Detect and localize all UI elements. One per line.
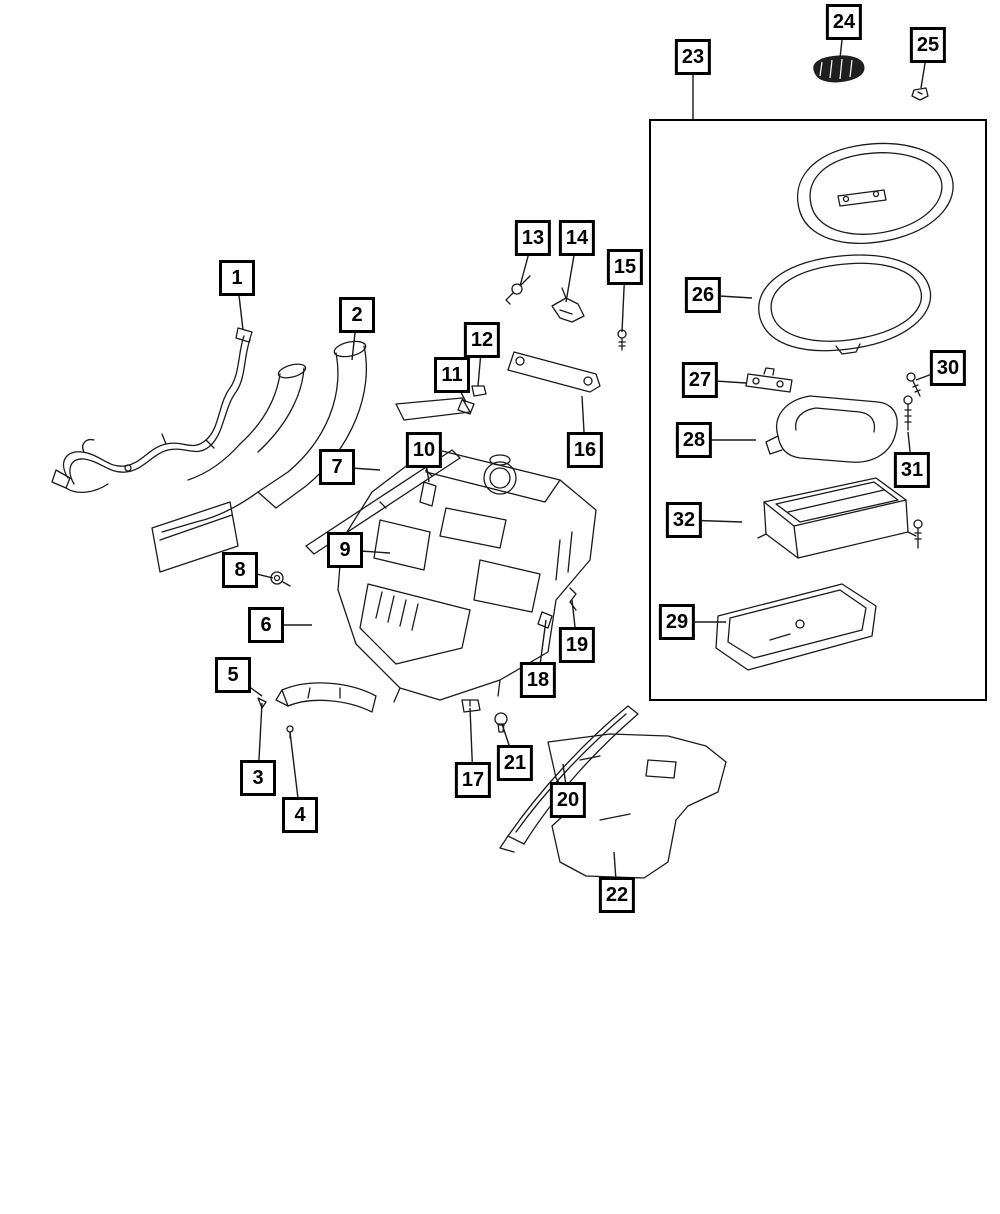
callout-label: 16 (573, 439, 597, 461)
callout-label: 11 (441, 364, 463, 386)
callout-label: 12 (470, 329, 494, 351)
part-drawing-armrest-lid-top (797, 142, 954, 244)
callout-14[interactable]: 14 (558, 220, 596, 256)
callout-13[interactable]: 13 (514, 220, 552, 256)
callout-label: 25 (916, 34, 940, 56)
callout-25[interactable]: 25 (909, 27, 947, 63)
part-drawing-screw-4 (286, 725, 294, 739)
part-drawing-bracket-14 (551, 287, 585, 323)
callout-label: 28 (682, 429, 706, 451)
callout-label: 13 (521, 227, 545, 249)
callout-label: 27 (688, 369, 712, 391)
callout-17[interactable]: 17 (454, 762, 492, 798)
callout-9[interactable]: 9 (327, 532, 363, 568)
callout-15[interactable]: 15 (606, 249, 644, 285)
callout-20[interactable]: 20 (549, 782, 587, 818)
callout-12[interactable]: 12 (463, 322, 501, 358)
part-group-box (649, 119, 987, 701)
callout-3[interactable]: 3 (240, 760, 276, 796)
callout-27[interactable]: 27 (681, 362, 719, 398)
callout-label: 5 (227, 664, 239, 686)
callout-label: 18 (526, 669, 550, 691)
callout-8[interactable]: 8 (222, 552, 258, 588)
callout-label: 7 (331, 456, 343, 478)
callout-label: 30 (936, 357, 960, 379)
callout-29[interactable]: 29 (658, 604, 696, 640)
callout-label: 15 (613, 256, 637, 278)
callout-16[interactable]: 16 (566, 432, 604, 468)
callout-7[interactable]: 7 (319, 449, 355, 485)
part-drawing-grommet-8 (270, 571, 291, 587)
callout-6[interactable]: 6 (248, 607, 284, 643)
part-drawing-clip-25 (911, 87, 929, 101)
part-drawing-clip-11 (457, 399, 475, 415)
callout-label: 22 (605, 884, 629, 906)
part-drawing-bolt-31 (903, 395, 923, 549)
callout-label: 23 (681, 46, 705, 68)
callout-label: 32 (672, 509, 696, 531)
callout-label: 8 (234, 559, 246, 581)
callout-label: 21 (503, 752, 527, 774)
callout-label: 14 (565, 227, 589, 249)
callout-label: 2 (351, 304, 363, 326)
part-drawing-rear-trim (499, 705, 639, 853)
callout-11[interactable]: 11 (434, 357, 470, 393)
callout-31[interactable]: 31 (893, 452, 931, 488)
part-drawing-screw-15 (617, 329, 627, 351)
callout-30[interactable]: 30 (929, 350, 967, 386)
callout-label: 24 (832, 11, 856, 33)
callout-18[interactable]: 18 (519, 662, 557, 698)
part-drawing-floor-ducts (151, 340, 368, 573)
callout-label: 10 (412, 439, 436, 461)
part-drawing-latch-27 (745, 367, 793, 393)
part-drawing-screw-30 (906, 372, 921, 397)
callout-4[interactable]: 4 (282, 797, 318, 833)
callout-2[interactable]: 2 (339, 297, 375, 333)
callout-10[interactable]: 10 (405, 432, 443, 468)
part-drawing-lower-bin-29 (715, 583, 877, 671)
callout-5[interactable]: 5 (215, 657, 251, 693)
part-drawing-hinge-pad-28 (765, 395, 898, 463)
part-drawing-lid-26 (758, 254, 932, 355)
callout-label: 3 (252, 767, 264, 789)
callout-label: 26 (691, 284, 715, 306)
callout-label: 29 (665, 611, 689, 633)
part-drawing-console-body (337, 397, 597, 703)
part-drawing-clip-12 (471, 385, 487, 397)
part-drawing-clip-18 (537, 611, 553, 629)
part-drawing-clip-19 (569, 587, 577, 611)
part-drawing-front-bracket (507, 351, 601, 393)
callout-22[interactable]: 22 (598, 877, 636, 913)
callout-24[interactable]: 24 (825, 4, 863, 40)
part-drawing-clip-3 (257, 697, 267, 709)
part-drawing-tray-32 (757, 477, 917, 559)
part-drawing-hook-clip-13 (505, 275, 531, 305)
callout-32[interactable]: 32 (665, 502, 703, 538)
part-drawing-clip-17 (461, 699, 481, 713)
callout-19[interactable]: 19 (558, 627, 596, 663)
callout-1[interactable]: 1 (219, 260, 255, 296)
part-drawing-front-support-5 (275, 682, 377, 713)
part-drawing-wiring-harness (51, 327, 253, 494)
callout-label: 17 (461, 769, 485, 791)
callout-label: 20 (556, 789, 580, 811)
part-drawing-vent-24 (813, 55, 865, 83)
callout-label: 4 (294, 804, 306, 826)
callout-label: 1 (231, 267, 243, 289)
callout-26[interactable]: 26 (684, 277, 722, 313)
callout-28[interactable]: 28 (675, 422, 713, 458)
callout-21[interactable]: 21 (496, 745, 534, 781)
callout-label: 31 (900, 459, 924, 481)
callout-23[interactable]: 23 (674, 39, 712, 75)
callout-label: 19 (565, 634, 589, 656)
callout-label: 6 (260, 614, 272, 636)
callout-label: 9 (339, 539, 351, 561)
part-drawing-pushpin-21 (494, 712, 508, 733)
